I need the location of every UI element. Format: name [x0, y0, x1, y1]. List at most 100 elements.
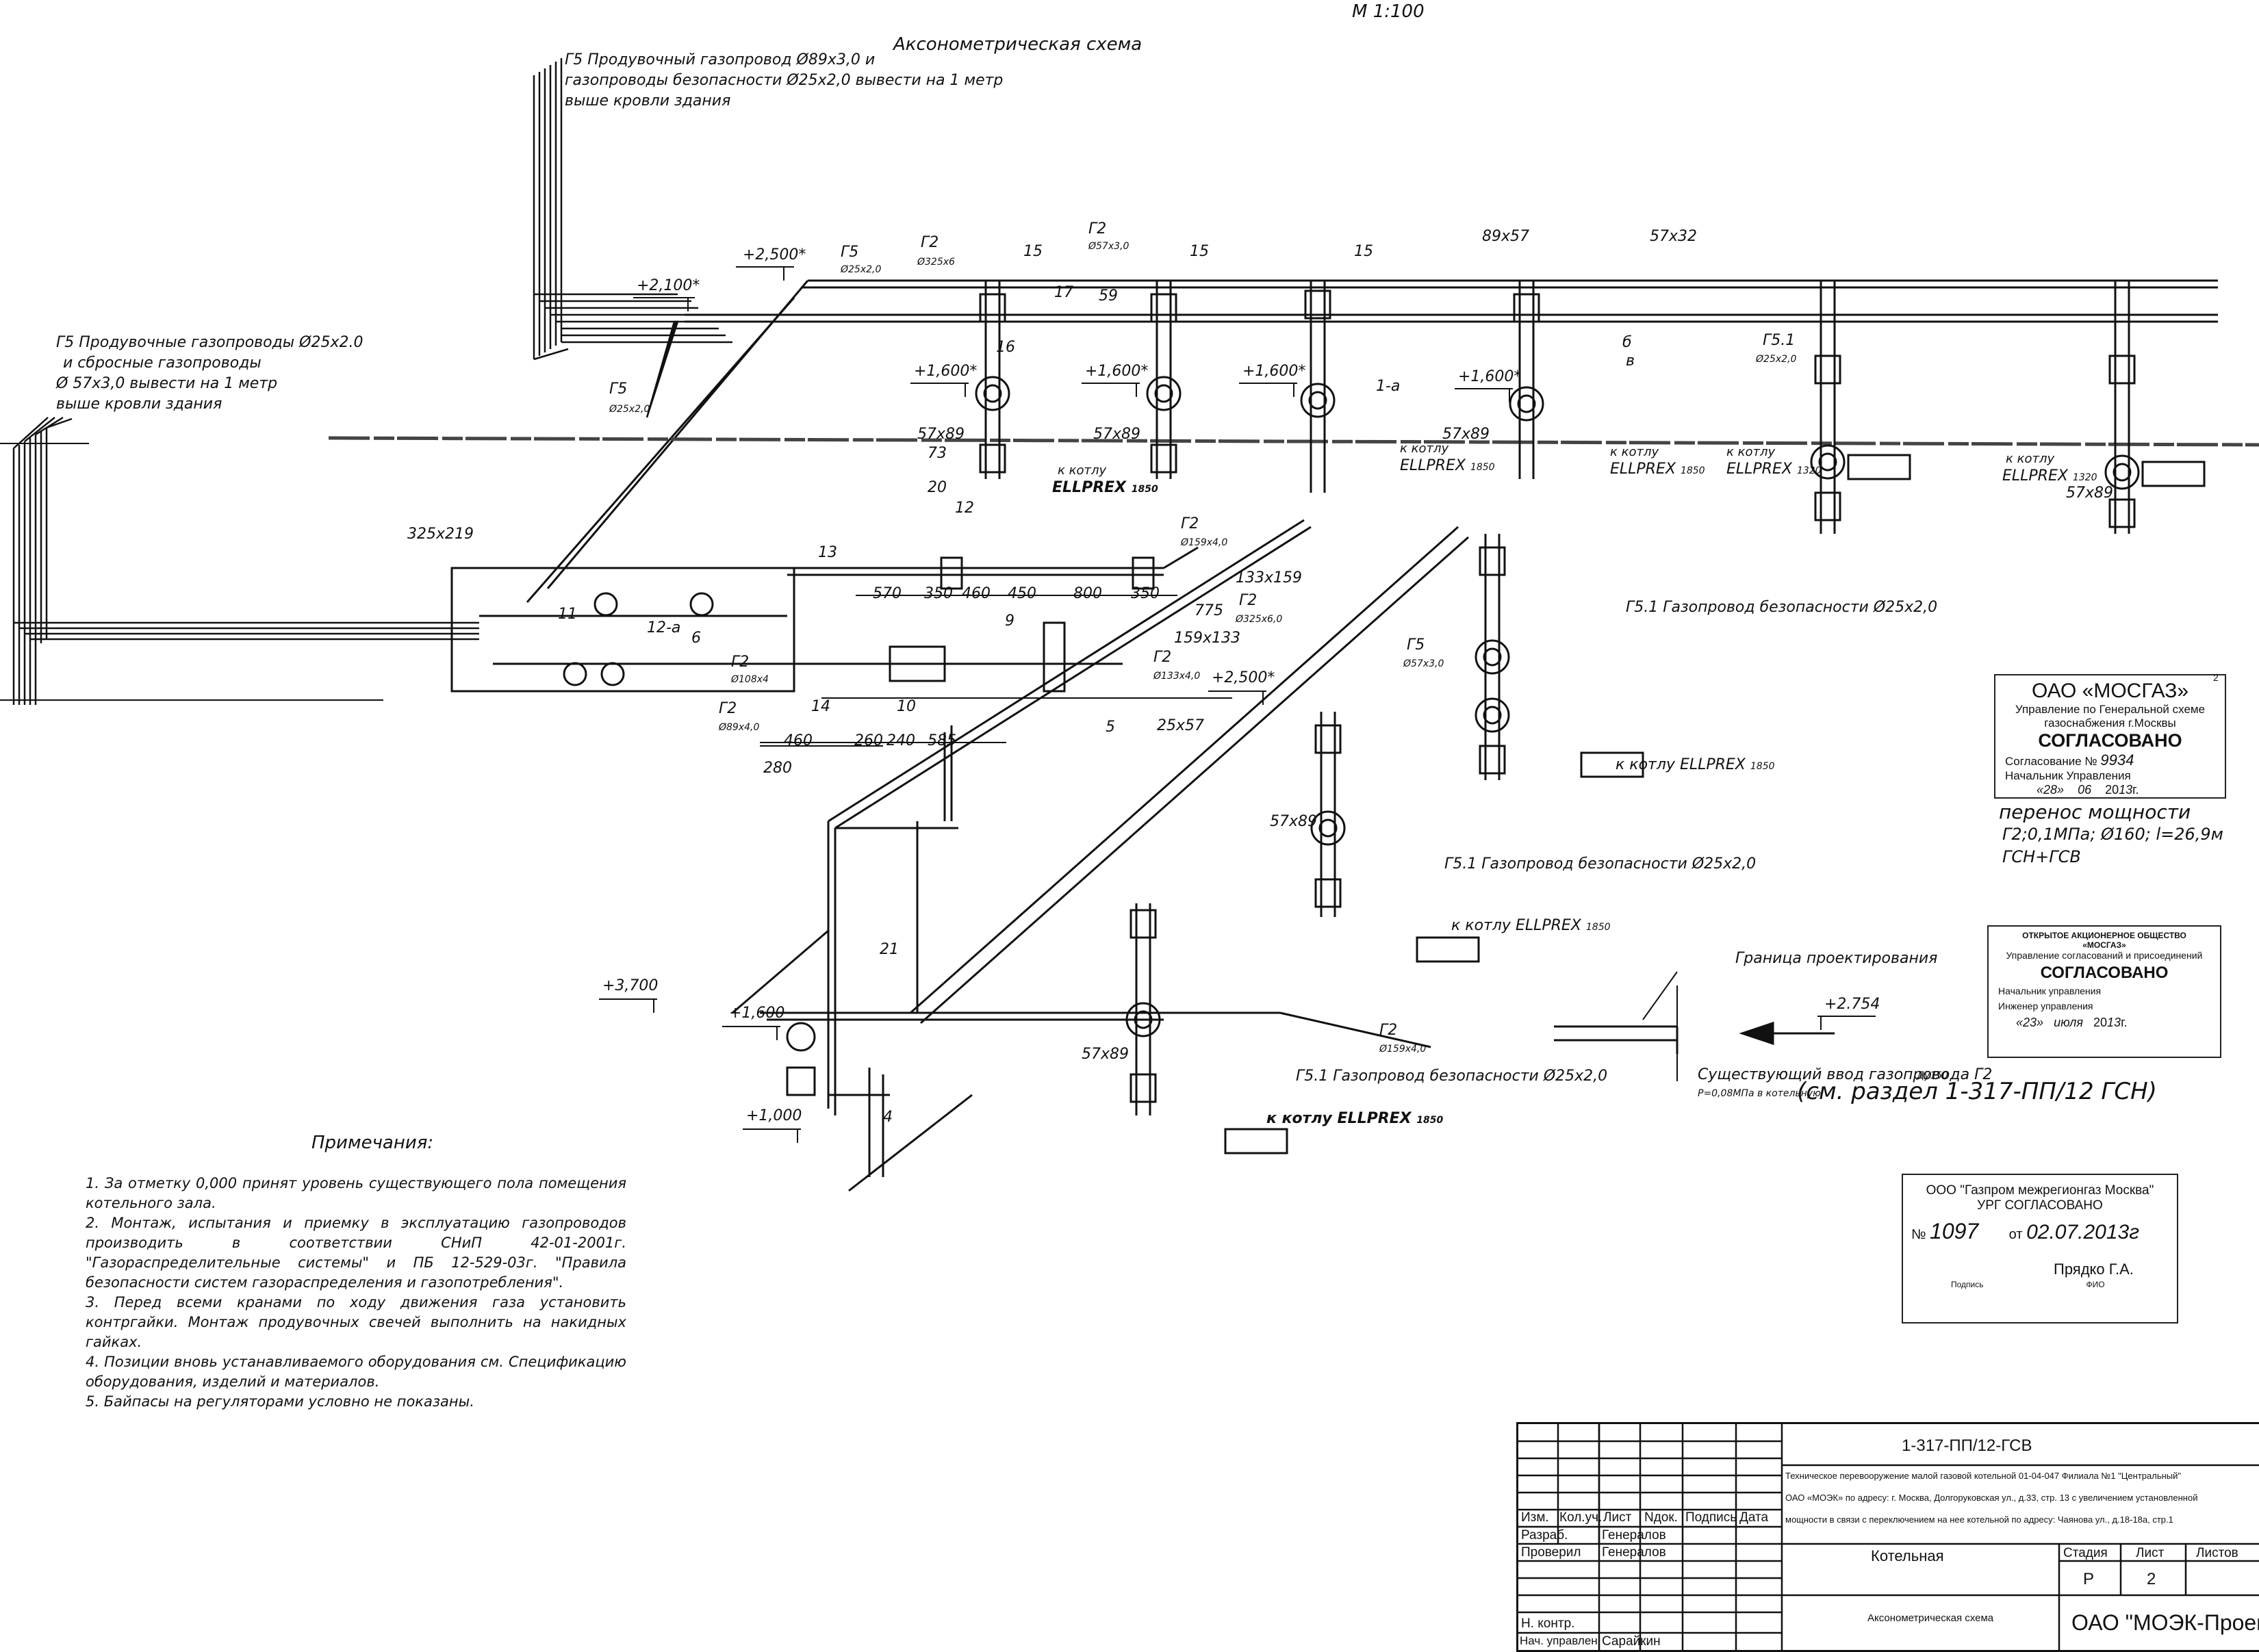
row-nachupr: Нач. управлен. [1520, 1634, 1601, 1647]
elevation: +1,600* [1242, 363, 1306, 380]
pipe-label: Ø57х3,0 [1403, 658, 1444, 669]
pipe-label: Г2 [719, 700, 737, 717]
position-number: в [1626, 352, 1635, 370]
col-ndok: Nдок. [1644, 1510, 1678, 1525]
existing-input: Существующий ввод газопровода Г2 [1698, 1066, 1993, 1083]
note-item: 3. Перед всеми кранами по ходу движения … [86, 1294, 626, 1350]
dimension: 260 [854, 732, 883, 749]
position-number: 17 [1054, 284, 1073, 301]
doc-desc-2: ОАО «МОЭК» по адресу: г. Москва, Долгору… [1785, 1493, 2198, 1503]
boiler-3-model: ELLPREX 1850 [1610, 461, 1705, 478]
position-number: 15 [1190, 243, 1209, 260]
stamp2-engineer: Инженер управления [1998, 1001, 2093, 1011]
boiler-7-model: к котлу ELLPREX 1850 [1451, 917, 1611, 934]
boiler-4-model: ELLPREX 1320 [1726, 461, 1822, 478]
left-vent-risers [0, 416, 479, 705]
note-item: 2. Монтаж, испытания и приемку в эксплуа… [86, 1215, 626, 1291]
notes-body: 1. За отметку 0,000 принят уровень сущес… [86, 1174, 626, 1412]
doc-desc-3: мощности в связи с переключением на нее … [1785, 1514, 2173, 1525]
note-item: 1. За отметку 0,000 принят уровень сущес… [86, 1175, 626, 1211]
dimension: 585 [928, 732, 956, 749]
fitting: 57х89 [1270, 813, 1318, 830]
gazprom-status: УРГ СОГЛАСОВАНО [1977, 1198, 2103, 1213]
stamp-mosgaz-status: СОГЛАСОВАНО [2038, 730, 2182, 751]
note-item: 5. Байпасы на регуляторами условно не по… [86, 1393, 474, 1410]
middle-manifold [450, 546, 1232, 747]
fitting: 133х159 [1236, 569, 1303, 586]
position-number: 12-а [647, 619, 681, 636]
fitting: 57х89 [1442, 426, 1490, 443]
elevation: +1,600 [729, 1005, 785, 1022]
vent-left-line1: Г5 Продувочные газопроводы Ø25х2.0 [56, 334, 363, 351]
pipe-label: Ø25х2,0 [841, 264, 882, 275]
position-number: 13 [818, 544, 837, 561]
stamp2-org: ОТКРЫТОЕ АКЦИОНЕРНОЕ ОБЩЕСТВО [2022, 931, 2186, 940]
elevation: +1,600* [914, 363, 978, 380]
pipe-label: Г5 [609, 380, 628, 398]
handwritten-note-2: Г2;0,1МПа; Ø160; l=26,9м [2002, 825, 2223, 844]
stamp-mosgaz-num: Согласование № 9934 [2005, 751, 2134, 769]
branches-middle [760, 534, 1835, 1154]
elevation: +1,600* [1085, 363, 1149, 380]
pipe-label: Ø25х2,0 [1756, 354, 1797, 365]
pipe-label: Г5 [841, 244, 859, 261]
position-number: 6 [691, 630, 701, 647]
safety-pipe-2: Г5.1 Газопровод безопасности Ø25х2,0 [1444, 855, 1757, 873]
title-block: 1-317-ПП/12-ГСВ Техническое перевооружен… [1516, 1422, 2259, 1652]
elevation: +2,500* [1212, 669, 1275, 686]
stamp-mosgaz-sub2: газоснабжения г.Москвы [2044, 717, 2176, 730]
vent-left-line2: и сбросные газопроводы [63, 354, 261, 372]
title-block-grid [1518, 1424, 2259, 1650]
pipe-label: Г2 [731, 654, 750, 671]
pipe-label: Г2 [1181, 515, 1199, 532]
pipe-label: Ø325х6,0 [1236, 614, 1283, 625]
pipe-label: Ø325х6 [917, 257, 955, 268]
position-number: 9 [1005, 612, 1014, 630]
position-number: 15 [1354, 243, 1373, 260]
existing-input-pressure: Р=0,08МПа в котельную [1698, 1088, 1821, 1099]
position-number: б [1622, 334, 1632, 351]
boiler-5-label: к котлу [2006, 452, 2055, 466]
dimension: 350 [1131, 585, 1160, 602]
stamp-mosgaz-org: ОАО «МОСГАЗ» [2031, 680, 2189, 702]
row-razrab-name: Генералов [1602, 1528, 1666, 1543]
boiler-branches-top [975, 281, 2206, 534]
doc-desc-1: Техническое перевооружение малой газовой… [1785, 1471, 2181, 1481]
boiler-2-model: ELLPREX 1850 [1400, 457, 1495, 474]
safety-pipe-3: Г5.1 Газопровод безопасности Ø25х2,0 [1296, 1068, 1608, 1085]
position-number: 15 [1023, 243, 1043, 260]
vent-top-line3: выше кровли здания [565, 92, 731, 109]
position-number: 4 [883, 1109, 893, 1126]
fitting: 57х32 [1650, 228, 1698, 245]
pipe-label: Ø25х2,0 [609, 404, 650, 415]
note-item: 4. Позиции вновь устанавливаемого оборуд… [86, 1354, 626, 1390]
pipe-label: Ø57х3,0 [1088, 241, 1130, 252]
position-number: 10 [897, 698, 916, 715]
boiler-1-label: к котлу [1058, 463, 1107, 478]
fitting: 57х89 [917, 426, 965, 443]
pipe-label: Г5.1 [1763, 332, 1796, 349]
boiler-2-label: к котлу [1400, 441, 1449, 456]
stamp2-org2: «МОСГАЗ» [2082, 940, 2126, 950]
pipe-label: Ø159х4,0 [1181, 537, 1228, 548]
pipe-label: Г2 [1153, 649, 1172, 666]
dimension: 450 [1008, 585, 1036, 602]
boiler-6-model: к котлу ELLPREX 1850 [1616, 756, 1775, 773]
dimension: 775 [1195, 602, 1223, 619]
pipe-label: Г5 [1407, 636, 1425, 654]
handwritten-note-3: ГСН+ГСВ [2002, 847, 2081, 866]
position-number: 59 [1099, 287, 1118, 305]
dimension-lines [760, 595, 1177, 743]
org-name: ОАО "МОЭК-Проект" [2071, 1610, 2259, 1635]
stamp2-status: СОГЛАСОВАНО [2040, 964, 2169, 982]
dimension: 800 [1073, 585, 1102, 602]
col-koluch: Кол.уч. [1559, 1510, 1603, 1525]
stage-value: Р [2083, 1570, 2095, 1588]
pipe-label: Г2 [1239, 592, 1258, 609]
position-number: 1-а [1376, 378, 1401, 395]
fitting: 57х89 [1093, 426, 1141, 443]
sheet-value: 2 [2147, 1570, 2156, 1588]
row-nachupr-name: Сарайкин [1602, 1634, 1661, 1649]
stamp2-date: «23» июля 2013г. [2016, 1016, 2128, 1029]
